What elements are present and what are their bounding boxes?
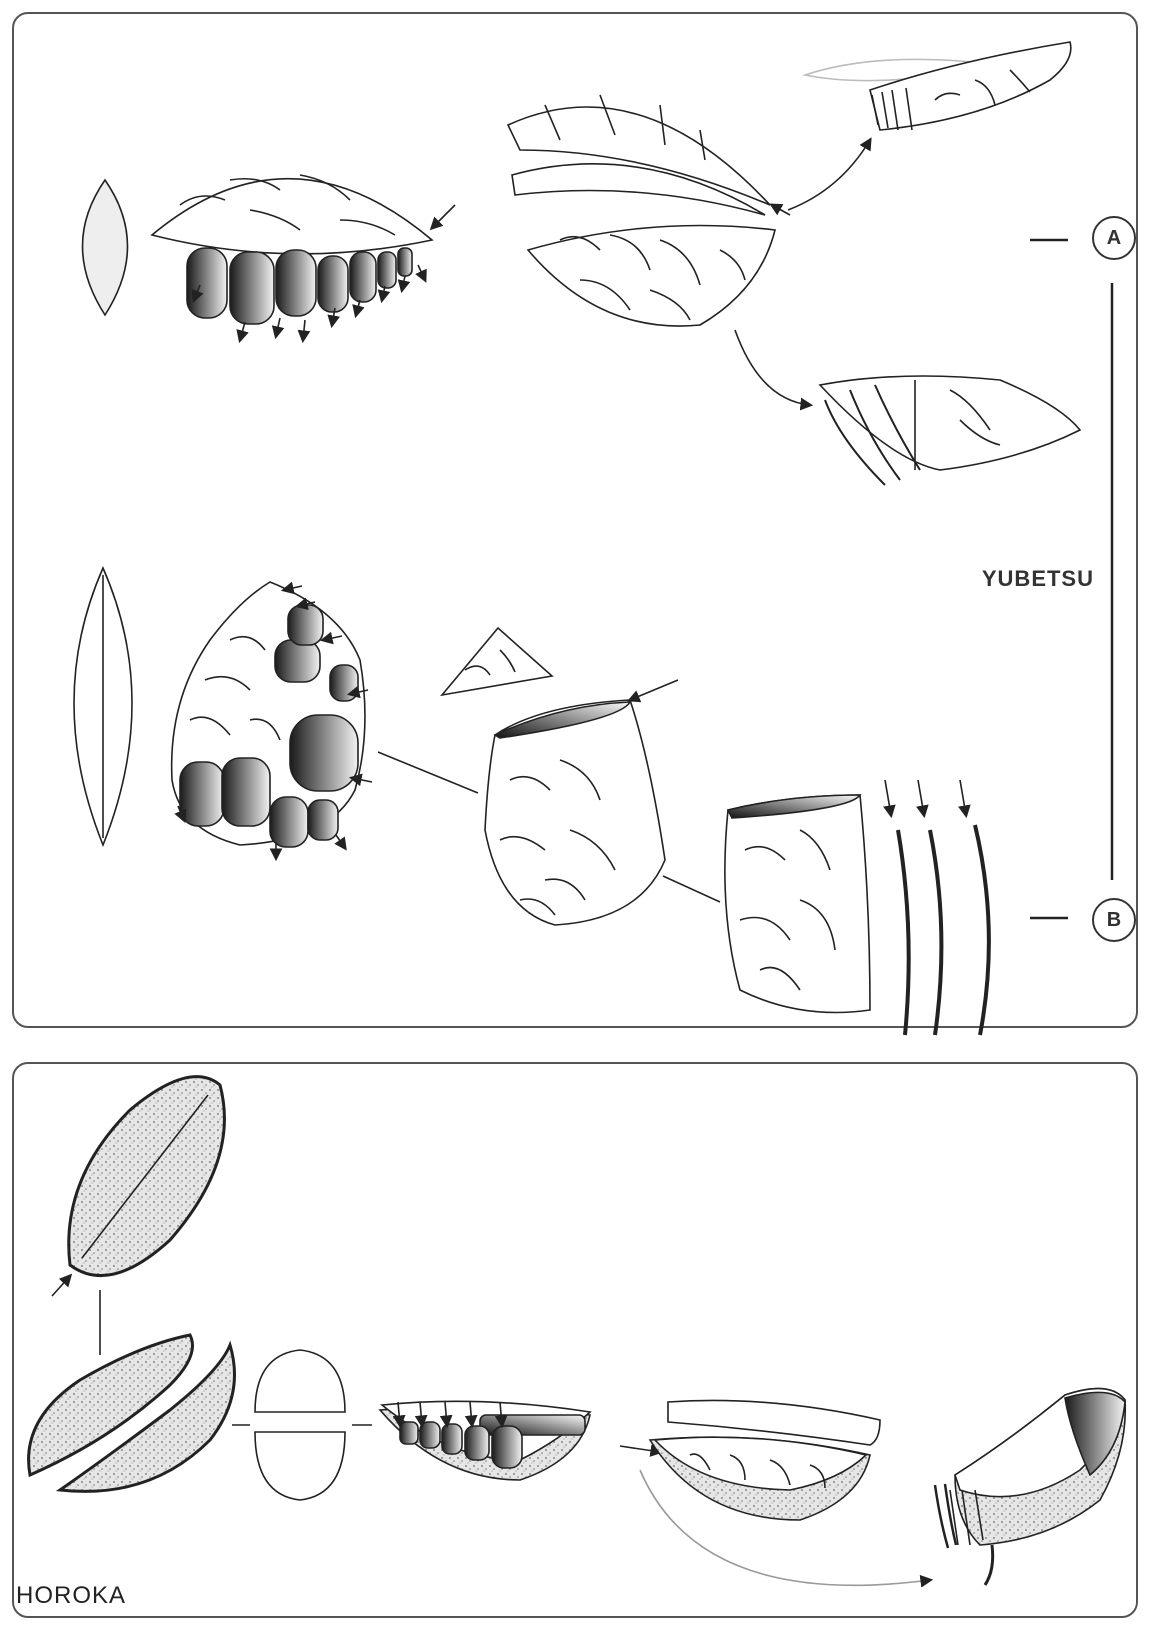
ski-spall-a1 xyxy=(805,42,1071,130)
core-b xyxy=(172,582,372,858)
horoka-spall-removal xyxy=(640,1400,930,1585)
horoka-blanks-split xyxy=(29,1335,235,1491)
marker-a: A xyxy=(1092,216,1136,260)
horoka-blank-top xyxy=(52,1077,224,1296)
horoka-preform xyxy=(380,1401,590,1480)
platform-core-b xyxy=(485,680,678,925)
spall-removal-a xyxy=(508,95,870,405)
horoka-label: HOROKA xyxy=(16,1582,126,1610)
spall-fragment-b xyxy=(442,628,552,695)
marker-b: B xyxy=(1092,898,1136,942)
horoka-final-core xyxy=(935,1389,1125,1585)
yubetsu-label: YUBETSU xyxy=(982,566,1094,592)
ski-spall-a2 xyxy=(820,376,1080,485)
ski-spall-core-b xyxy=(725,780,989,1035)
biface-section-a xyxy=(83,180,128,315)
preform-a xyxy=(152,175,455,340)
horoka-section xyxy=(255,1350,345,1500)
